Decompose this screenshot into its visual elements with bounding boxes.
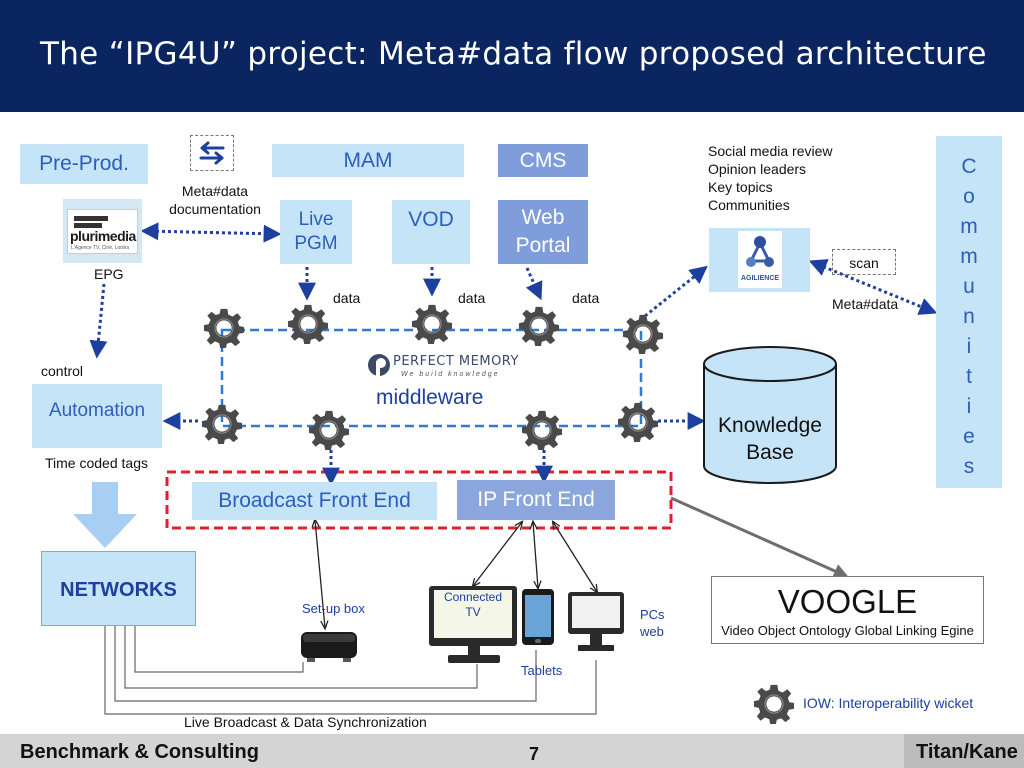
metadata-documentation-label: Meta#data documentation: [169, 183, 261, 217]
footer-bar: [0, 734, 1024, 768]
agilience-logo: AGILIENCE: [738, 231, 782, 288]
iow-gear-icon: [622, 314, 664, 355]
slide-title: The “IPG4U” project: Meta#data flow prop…: [40, 36, 987, 72]
agilience-network-icon: [746, 236, 774, 267]
perfect-memory-name: PERFECT MEMORY: [393, 354, 519, 369]
front-end-frame: [165, 470, 673, 530]
metadata-label: Meta#data: [832, 296, 899, 312]
iow-gear-icon: [521, 410, 563, 451]
automation-box: Automation: [32, 384, 162, 448]
agilience-communities-arrow: [808, 259, 938, 315]
cms-box: CMS: [498, 144, 588, 177]
middleware-agilience-arrow: [644, 265, 708, 318]
web-portal-box: Web Portal: [498, 200, 588, 264]
tablets-label: Tablets: [521, 663, 563, 678]
legend-gear-icon: [753, 684, 795, 725]
preprod-box: Pre-Prod.: [20, 144, 148, 184]
plurimedia-tagline: L'Agence TV, Ciné, Loisirs: [71, 245, 130, 251]
perfect-memory-tagline: We build knowledge: [401, 371, 500, 378]
data-label: data: [572, 290, 600, 306]
connected-tv-label: Connected TV: [443, 590, 503, 619]
ip-pc-line: [553, 522, 597, 592]
broadcast-settop-line: [315, 520, 325, 628]
live-pgm-box: Live PGM: [280, 200, 352, 264]
knowledge-base-label: Knowledge Base: [718, 414, 822, 464]
connected-tv-icon: Connected TV: [429, 586, 517, 646]
scan-label: scan: [832, 249, 896, 275]
voogle-subtitle: Video Object Ontology Global Linking Egi…: [721, 623, 974, 638]
iow-gear-icon: [308, 410, 350, 451]
footer-right-panel: [904, 734, 1024, 768]
feed-pc: [104, 626, 597, 715]
iow-gear-icon: [617, 402, 659, 443]
middleware-label: middleware: [376, 386, 484, 409]
web-portal-data-arrow: [525, 267, 543, 301]
pcs-web-label: PCs web: [640, 607, 665, 639]
vod-box: VOD: [392, 200, 470, 264]
page-number: 7: [529, 744, 540, 764]
footer-right: Titan/Kane: [916, 741, 1018, 763]
epg-label: EPG: [94, 266, 124, 282]
footer-left: Benchmark & Consulting: [20, 741, 259, 763]
feed-tv: [124, 626, 478, 689]
data-label: data: [458, 290, 486, 306]
voogle-box: VOOGLE Video Object Ontology Global Link…: [711, 576, 984, 644]
plurimedia-name: plurimedia: [70, 228, 136, 244]
plurimedia-logo-panel: plurimedia L'Agence TV, Ciné, Loisirs: [63, 199, 142, 263]
voogle-title: VOOGLE: [777, 583, 918, 620]
feed-tablet: [114, 626, 537, 702]
networks-box: NETWORKS: [41, 551, 196, 626]
control-label: control: [41, 363, 84, 379]
iow-gear-icon: [411, 304, 453, 345]
plurimedia-automation-arrow: [89, 283, 108, 359]
iow-gear-icon: [287, 304, 329, 345]
agilience-name: AGILIENCE: [740, 275, 780, 282]
plurimedia-logo: plurimedia L'Agence TV, Ciné, Loisirs: [67, 209, 138, 254]
tablet-icon: [522, 589, 554, 645]
set-up-box-label: Set-up box: [302, 601, 365, 616]
ip-front-end-box: IP Front End: [457, 480, 615, 520]
data-label: data: [333, 290, 361, 306]
perfect-memory-mark-icon: [368, 354, 390, 377]
time-coded-tags-label: Time coded tags: [45, 455, 148, 471]
knowledge-base-cylinder: [703, 346, 837, 484]
voogle-arrow: [670, 496, 849, 578]
exchange-arrows-icon: [190, 135, 234, 171]
feed-settop: [134, 626, 304, 673]
iow-gear-icon: [201, 404, 243, 445]
pc-monitor-icon: [568, 592, 624, 634]
social-media-item: Opinion leaders: [708, 161, 807, 177]
set-top-box-icon: [301, 632, 357, 662]
ip-tv-line: [473, 522, 522, 586]
title-bar: [0, 0, 1024, 112]
iow-legend-label: IOW: Interoperability wicket: [803, 695, 974, 711]
mam-box: MAM: [272, 144, 464, 177]
social-media-list: Social media review Opinion leaders Key …: [708, 142, 898, 214]
perfect-memory-logo: PERFECT MEMORY We build knowledge: [367, 352, 518, 382]
social-media-item: Communities: [708, 197, 790, 213]
communities-box: C o m m u n i t i e s: [936, 136, 1002, 488]
social-media-item: Social media review: [708, 143, 833, 159]
plurimedia-live-arrow: [140, 222, 282, 243]
automation-networks-arrow: [73, 482, 137, 548]
agilience-logo-panel: AGILIENCE: [709, 228, 810, 292]
iow-gear-icon: [518, 306, 560, 347]
ip-tablet-line: [533, 522, 538, 588]
broadcast-front-end-box: Broadcast Front End: [192, 482, 437, 520]
iow-gear-icon: [203, 308, 245, 349]
live-broadcast-label: Live Broadcast & Data Synchronization: [184, 714, 427, 730]
social-media-item: Key topics: [708, 179, 773, 195]
middleware-frame: [220, 328, 643, 428]
